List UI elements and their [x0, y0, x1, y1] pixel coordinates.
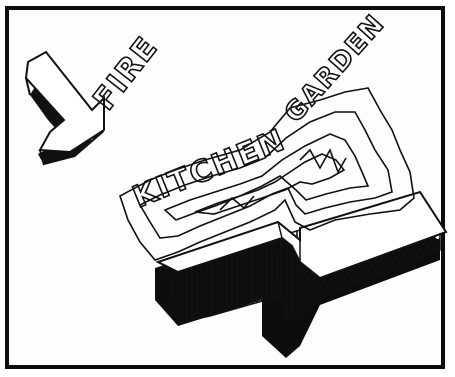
raised-bed-base: [155, 192, 446, 358]
garden-label: GARDEN: [279, 9, 391, 129]
fire-label: FIRE: [87, 30, 166, 117]
kitchen-label: KITCHEN: [128, 122, 291, 215]
fire-arrow-icon: [26, 52, 104, 165]
